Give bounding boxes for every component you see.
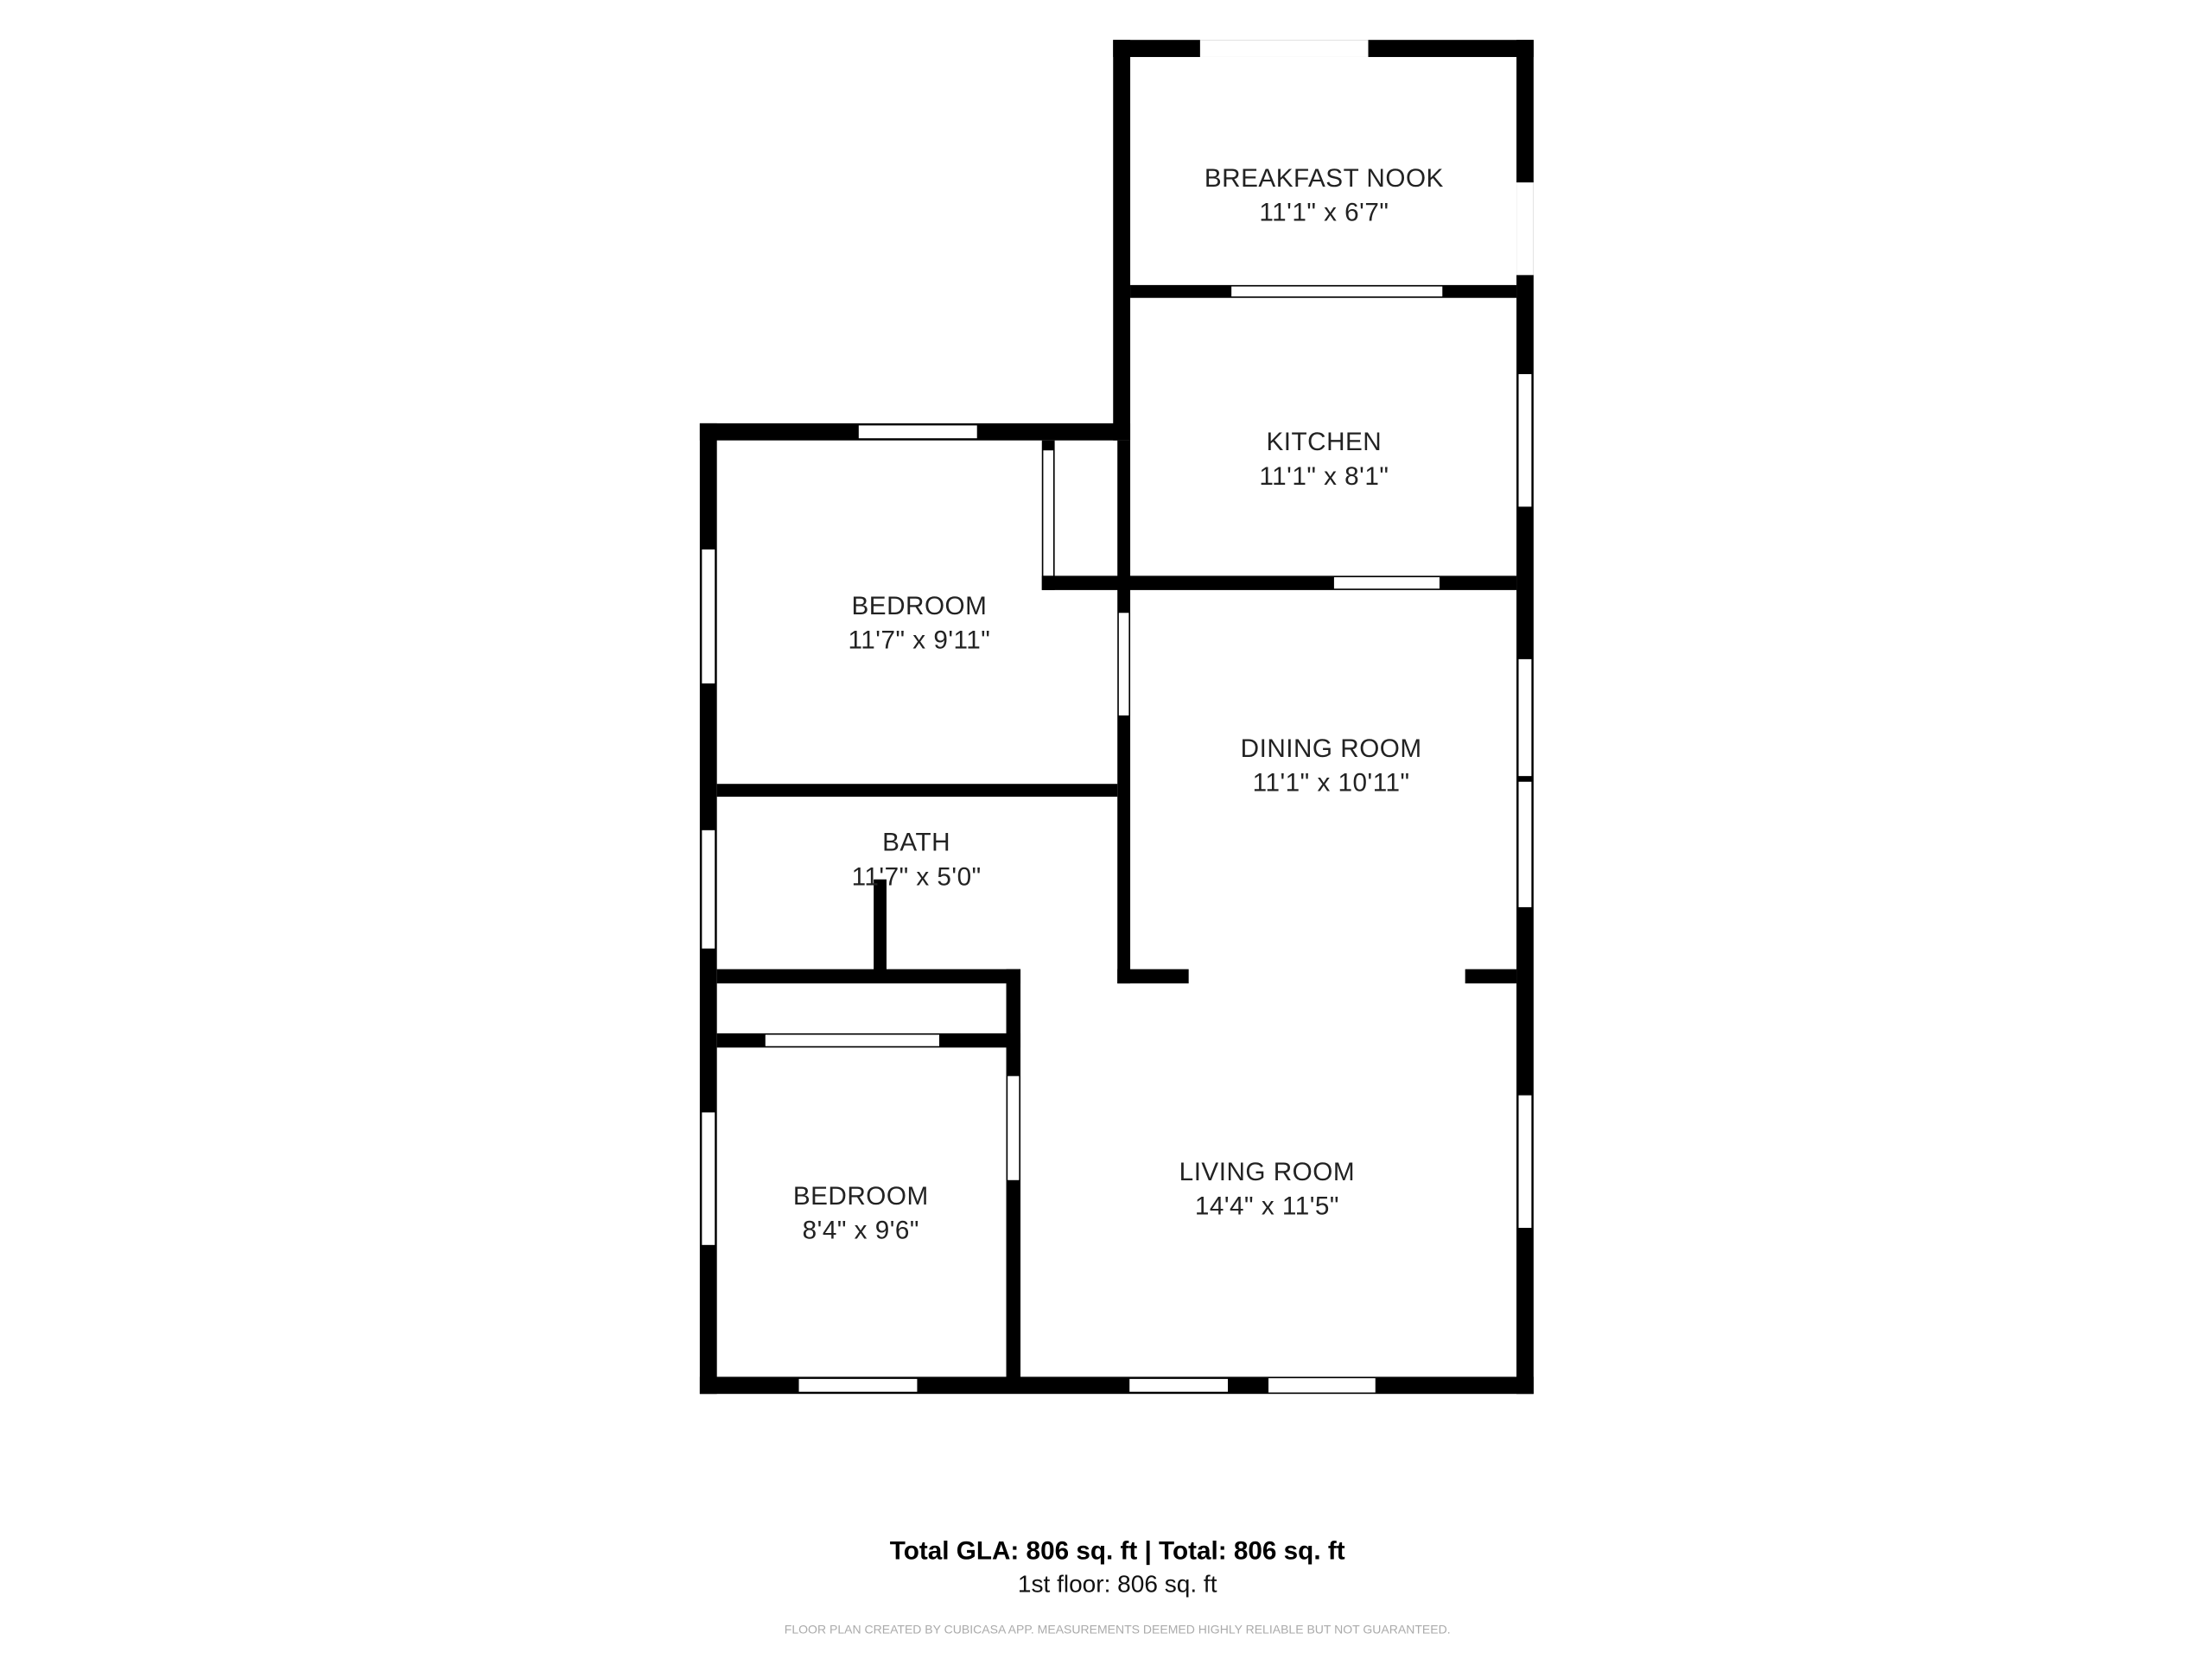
room-breakfast-nook: BREAKFAST NOOK 11'1" x 6'7" xyxy=(1205,164,1444,227)
room-bath: BATH 11'7" x 5'0" xyxy=(852,829,982,892)
room-kitchen: KITCHEN 11'1" x 8'1" xyxy=(1259,428,1389,491)
room-dining-room: DINING ROOM 11'1" x 10'11" xyxy=(1241,734,1422,798)
room-bedroom-2: BEDROOM 8'4" x 9'6" xyxy=(793,1182,929,1245)
room-living-room: LIVING ROOM 14'4" x 11'5" xyxy=(1179,1158,1355,1221)
room-size: 8'4" x 9'6" xyxy=(803,1216,919,1244)
disclaimer: FLOOR PLAN CREATED BY CUBICASA APP. MEAS… xyxy=(785,1622,1451,1636)
room-size: 11'1" x 8'1" xyxy=(1259,462,1389,491)
total-area: Total GLA: 806 sq. ft | Total: 806 sq. f… xyxy=(890,1537,1345,1566)
room-name: KITCHEN xyxy=(1266,428,1382,456)
room-size: 14'4" x 11'5" xyxy=(1195,1192,1339,1220)
room-bedroom-1: BEDROOM 11'7" x 9'11" xyxy=(848,592,990,655)
room-name: BEDROOM xyxy=(793,1182,929,1211)
room-name: BREAKFAST NOOK xyxy=(1205,164,1444,193)
room-size: 11'7" x 5'0" xyxy=(852,862,982,891)
floor-area: 1st floor: 806 sq. ft xyxy=(1018,1570,1217,1597)
room-name: BATH xyxy=(882,829,950,857)
room-name: LIVING ROOM xyxy=(1179,1158,1355,1186)
walls xyxy=(699,40,1534,1395)
room-name: BEDROOM xyxy=(851,592,987,620)
room-size: 11'7" x 9'11" xyxy=(848,626,990,655)
room-size: 11'1" x 6'7" xyxy=(1259,199,1389,227)
footer: Total GLA: 806 sq. ft | Total: 806 sq. f… xyxy=(785,1537,1451,1637)
room-size: 11'1" x 10'11" xyxy=(1253,768,1410,797)
room-name: DINING ROOM xyxy=(1241,734,1422,763)
